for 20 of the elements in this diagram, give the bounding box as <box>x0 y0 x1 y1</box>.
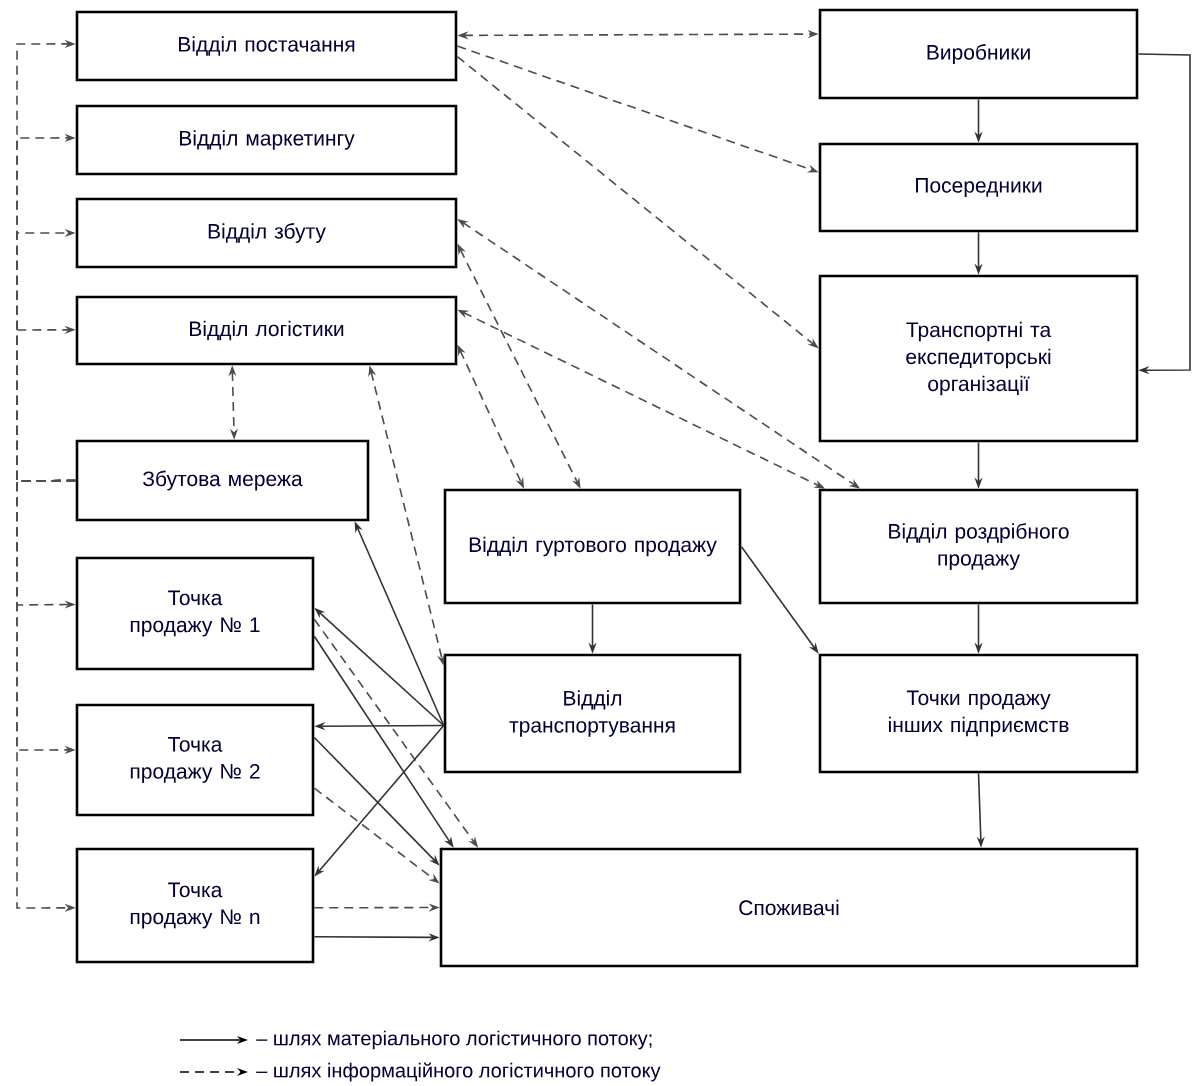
process-box: Збутова мережа <box>75 439 370 522</box>
process-box: Відділ логістики <box>75 295 458 366</box>
process-box: Відділ маркетингу <box>75 104 458 176</box>
process-box: Точка продажу № 2 <box>75 703 315 817</box>
process-box: Транспортні та експедиторські організації <box>818 274 1139 443</box>
legend-text: – шлях інформаційного логістичного потоку <box>256 1062 661 1082</box>
process-box: Відділ постачання <box>75 10 458 82</box>
process-box: Відділ транспортування <box>443 653 742 774</box>
process-box: Точки продажу інших підприємств <box>818 653 1139 774</box>
legend-text: – шлях матеріального логістичного потоку; <box>256 1030 652 1050</box>
arrow <box>16 325 77 482</box>
process-box: Посередники <box>818 142 1139 233</box>
process-box: Споживачі <box>439 847 1139 968</box>
process-box: Відділ роздрібного продажу <box>818 488 1139 605</box>
process-box: Виробники <box>818 8 1139 100</box>
process-box: Відділ гуртового продажу <box>443 488 742 605</box>
process-box: Точка продажу № 1 <box>75 556 315 671</box>
process-box: Точка продажу № n <box>75 847 315 964</box>
process-box: Відділ збуту <box>75 197 458 269</box>
arrow <box>1137 53 1191 375</box>
